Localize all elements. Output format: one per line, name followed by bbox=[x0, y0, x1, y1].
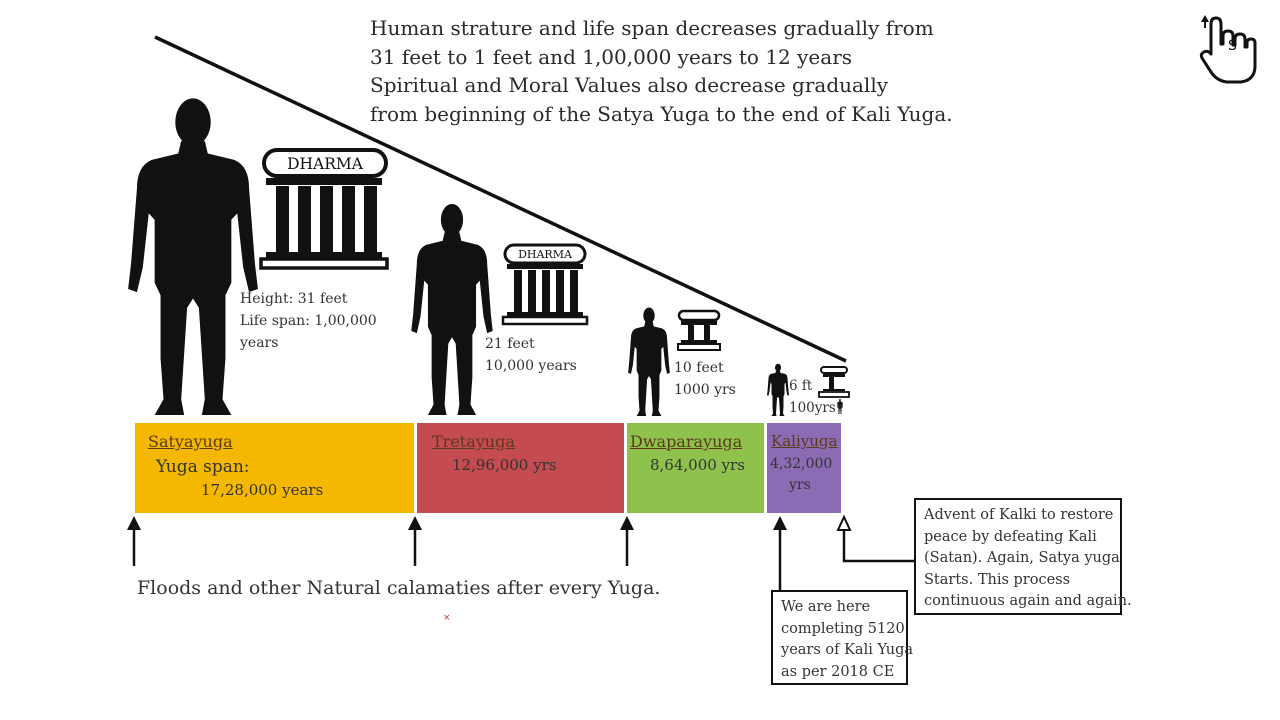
dharma-pillar-large-icon bbox=[259, 148, 389, 270]
satyayuga-height: Height: 31 feet bbox=[240, 291, 348, 307]
satyayuga-name: Satyayuga bbox=[148, 432, 233, 451]
intro-line-3: Spiritual and Moral Values also decrease… bbox=[370, 73, 889, 97]
hand-pointer-icon[interactable]: S bbox=[1197, 14, 1259, 88]
decline-line bbox=[154, 35, 847, 363]
tretayuga-lifespan: 10,000 years bbox=[485, 358, 577, 374]
tretayuga-caption: 21 feet 10,000 years bbox=[485, 333, 577, 377]
intro-text: Human strature and life span decreases g… bbox=[370, 14, 953, 128]
kalki-box: Advent of Kalki to restore peace by defe… bbox=[914, 498, 1132, 615]
kalki-connector-arrow bbox=[836, 514, 915, 563]
kaliyuga-lifespan: 100yrs bbox=[789, 400, 836, 416]
satyayuga-band: Satyayuga Yuga span: 17,28,000 years bbox=[135, 423, 414, 513]
satyayuga-lifespan-unit: years bbox=[240, 335, 279, 351]
red-mark: × bbox=[443, 613, 451, 623]
dwaparayuga-name: Dwaparayuga bbox=[630, 432, 743, 451]
kaliyuga-human-figure bbox=[767, 363, 789, 416]
kaliyuga-height: 6 ft bbox=[789, 378, 813, 394]
kaliyuga-name: Kaliyuga bbox=[771, 432, 838, 450]
dharma-pillar-small-icon bbox=[677, 309, 721, 351]
satyayuga-span: 17,28,000 years bbox=[201, 481, 324, 499]
kalki-line-3: (Satan). Again, Satya yuga bbox=[924, 550, 1120, 566]
tretayuga-span: 12,96,000 yrs bbox=[452, 456, 557, 474]
one-foot-human-figure bbox=[836, 398, 844, 414]
satyayuga-human-figure bbox=[128, 98, 258, 416]
transition-arrows bbox=[127, 516, 787, 591]
tretayuga-height: 21 feet bbox=[485, 336, 535, 352]
intro-line-1: Human strature and life span decreases g… bbox=[370, 16, 934, 40]
kalki-line-4: Starts. This process bbox=[924, 571, 1071, 588]
kalki-line-1: Advent of Kalki to restore bbox=[924, 507, 1114, 523]
dwaparayuga-band: Dwaparayuga 8,64,000 yrs bbox=[627, 423, 764, 513]
satyayuga-lifespan: Life span: 1,00,000 bbox=[240, 313, 377, 329]
tretayuga-name: Tretayuga bbox=[432, 432, 515, 451]
dwaparayuga-height: 10 feet bbox=[674, 360, 724, 376]
dwaparayuga-human-figure bbox=[628, 307, 670, 416]
dwaparayuga-caption: 10 feet 1000 yrs bbox=[674, 357, 736, 401]
calamities-footnote: Floods and other Natural calamaties afte… bbox=[137, 577, 661, 599]
intro-line-2: 31 feet to 1 feet and 1,00,000 years to … bbox=[370, 44, 853, 69]
satyayuga-caption: Height: 31 feet Life span: 1,00,000 year… bbox=[240, 288, 377, 354]
dharma-pillar-medium-icon bbox=[501, 243, 589, 326]
dharma-label-large: DHARMA bbox=[287, 155, 364, 173]
we-are-here-line-1: We are here bbox=[781, 599, 871, 615]
intro-line-4: from beginning of the Satya Yuga to the … bbox=[370, 101, 953, 126]
dwaparayuga-span: 8,64,000 yrs bbox=[650, 456, 745, 474]
kalki-line-5: continuous again and again. bbox=[924, 593, 1132, 609]
satyayuga-span-label: Yuga span: bbox=[156, 457, 250, 477]
dwaparayuga-lifespan: 1000 yrs bbox=[674, 382, 736, 398]
dharma-pillar-tiny-icon bbox=[818, 366, 850, 398]
tretayuga-band: Tretayuga 12,96,000 yrs bbox=[417, 423, 624, 513]
we-are-here-box: We are here completing 5120 years of Kal… bbox=[771, 590, 914, 685]
kaliyuga-band: Kaliyuga 4,32,000 yrs bbox=[767, 423, 841, 513]
we-are-here-line-2: completing 5120 bbox=[781, 620, 905, 637]
we-are-here-line-3: years of Kali Yuga bbox=[781, 642, 914, 658]
kalki-line-2: peace by defeating Kali bbox=[924, 528, 1097, 545]
svg-text:S: S bbox=[1228, 38, 1237, 54]
kaliyuga-span: 4,32,000 bbox=[770, 456, 833, 472]
kaliyuga-span-unit: yrs bbox=[789, 477, 811, 493]
kaliyuga-caption: 6 ft 100yrs bbox=[789, 375, 836, 419]
dharma-label-medium: DHARMA bbox=[518, 248, 573, 261]
we-are-here-line-4: as per 2018 CE bbox=[781, 663, 895, 680]
tretayuga-human-figure bbox=[411, 203, 493, 415]
